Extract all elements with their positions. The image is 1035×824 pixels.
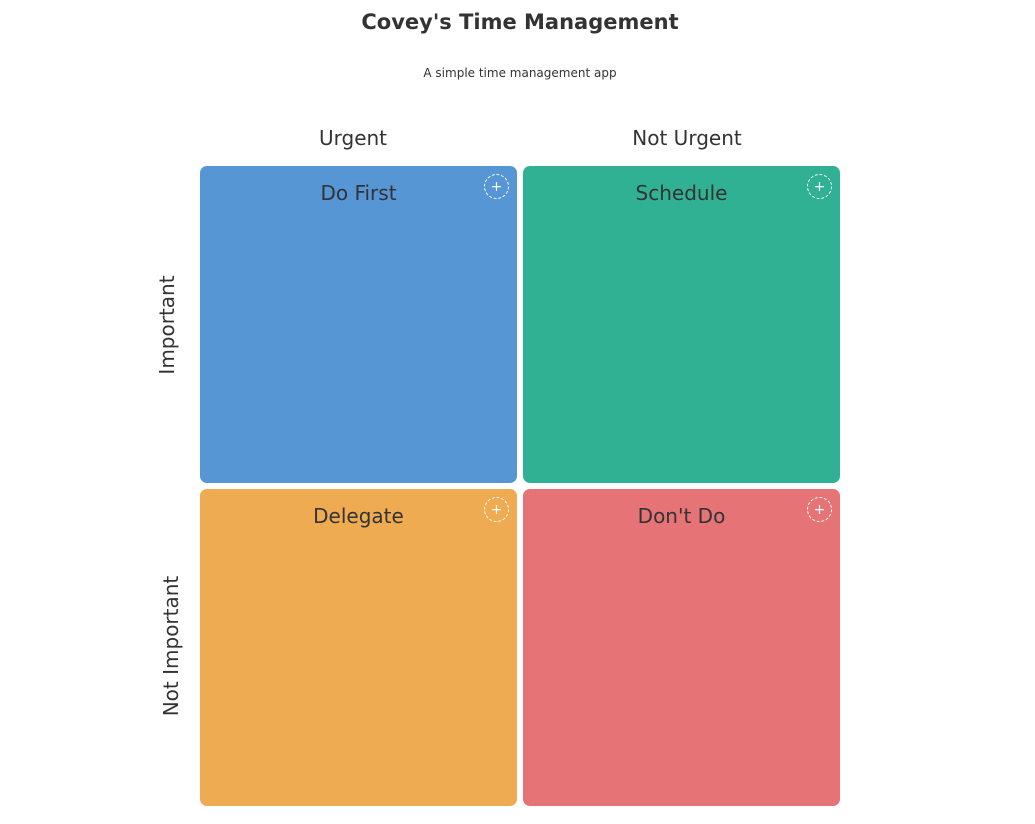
- quadrant-title: Delegate: [313, 504, 404, 528]
- quadrant-delegate: Delegate +: [200, 489, 517, 806]
- quadrant-title: Do First: [320, 181, 397, 205]
- add-task-button[interactable]: +: [807, 174, 832, 199]
- quadrant-dont-do: Don't Do +: [523, 489, 840, 806]
- page-title: Covey's Time Management: [361, 10, 679, 34]
- plus-icon: +: [813, 501, 826, 518]
- column-header-urgent: Urgent: [318, 126, 388, 150]
- quadrant-do-first: Do First +: [200, 166, 517, 483]
- plus-icon: +: [490, 501, 503, 518]
- add-task-button[interactable]: +: [807, 497, 832, 522]
- row-header-not-important: Not Important: [159, 575, 183, 717]
- add-task-button[interactable]: +: [484, 174, 509, 199]
- plus-icon: +: [813, 178, 826, 195]
- column-header-not-urgent: Not Urgent: [632, 126, 742, 150]
- plus-icon: +: [490, 178, 503, 195]
- quadrant-schedule: Schedule +: [523, 166, 840, 483]
- row-header-important: Important: [155, 275, 179, 375]
- add-task-button[interactable]: +: [484, 497, 509, 522]
- quadrant-title: Schedule: [635, 181, 728, 205]
- page-subtitle: A simple time management app: [423, 66, 617, 80]
- quadrant-title: Don't Do: [637, 504, 726, 528]
